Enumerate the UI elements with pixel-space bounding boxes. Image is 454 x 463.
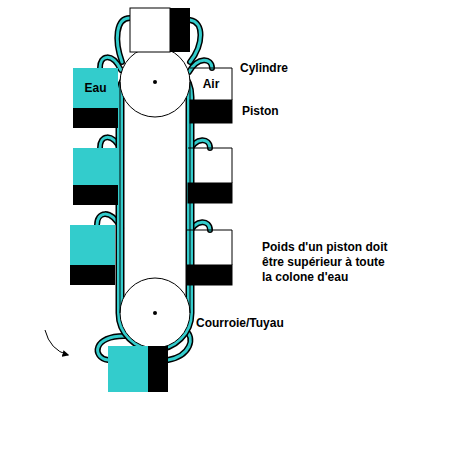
chamber-label: Air	[203, 77, 220, 92]
cylinder	[187, 68, 232, 285]
pulley	[120, 47, 190, 117]
annotation: Cylindre	[240, 61, 288, 76]
pulley	[120, 278, 190, 348]
axle	[153, 80, 157, 84]
annotation: Piston	[242, 104, 279, 119]
cylinder	[108, 346, 168, 392]
rotation-arrow	[45, 330, 68, 355]
annotation: Courroie/Tuyau	[196, 316, 284, 331]
chamber-label: Eau	[84, 81, 106, 96]
cylinder-chamber: Air	[192, 70, 230, 98]
axle	[153, 311, 157, 315]
cylinder-chamber: Eau	[75, 70, 116, 106]
annotation: Poids d'un piston doit être supérieur à …	[262, 240, 390, 285]
cylinder	[70, 68, 118, 285]
cylinder	[130, 8, 190, 52]
